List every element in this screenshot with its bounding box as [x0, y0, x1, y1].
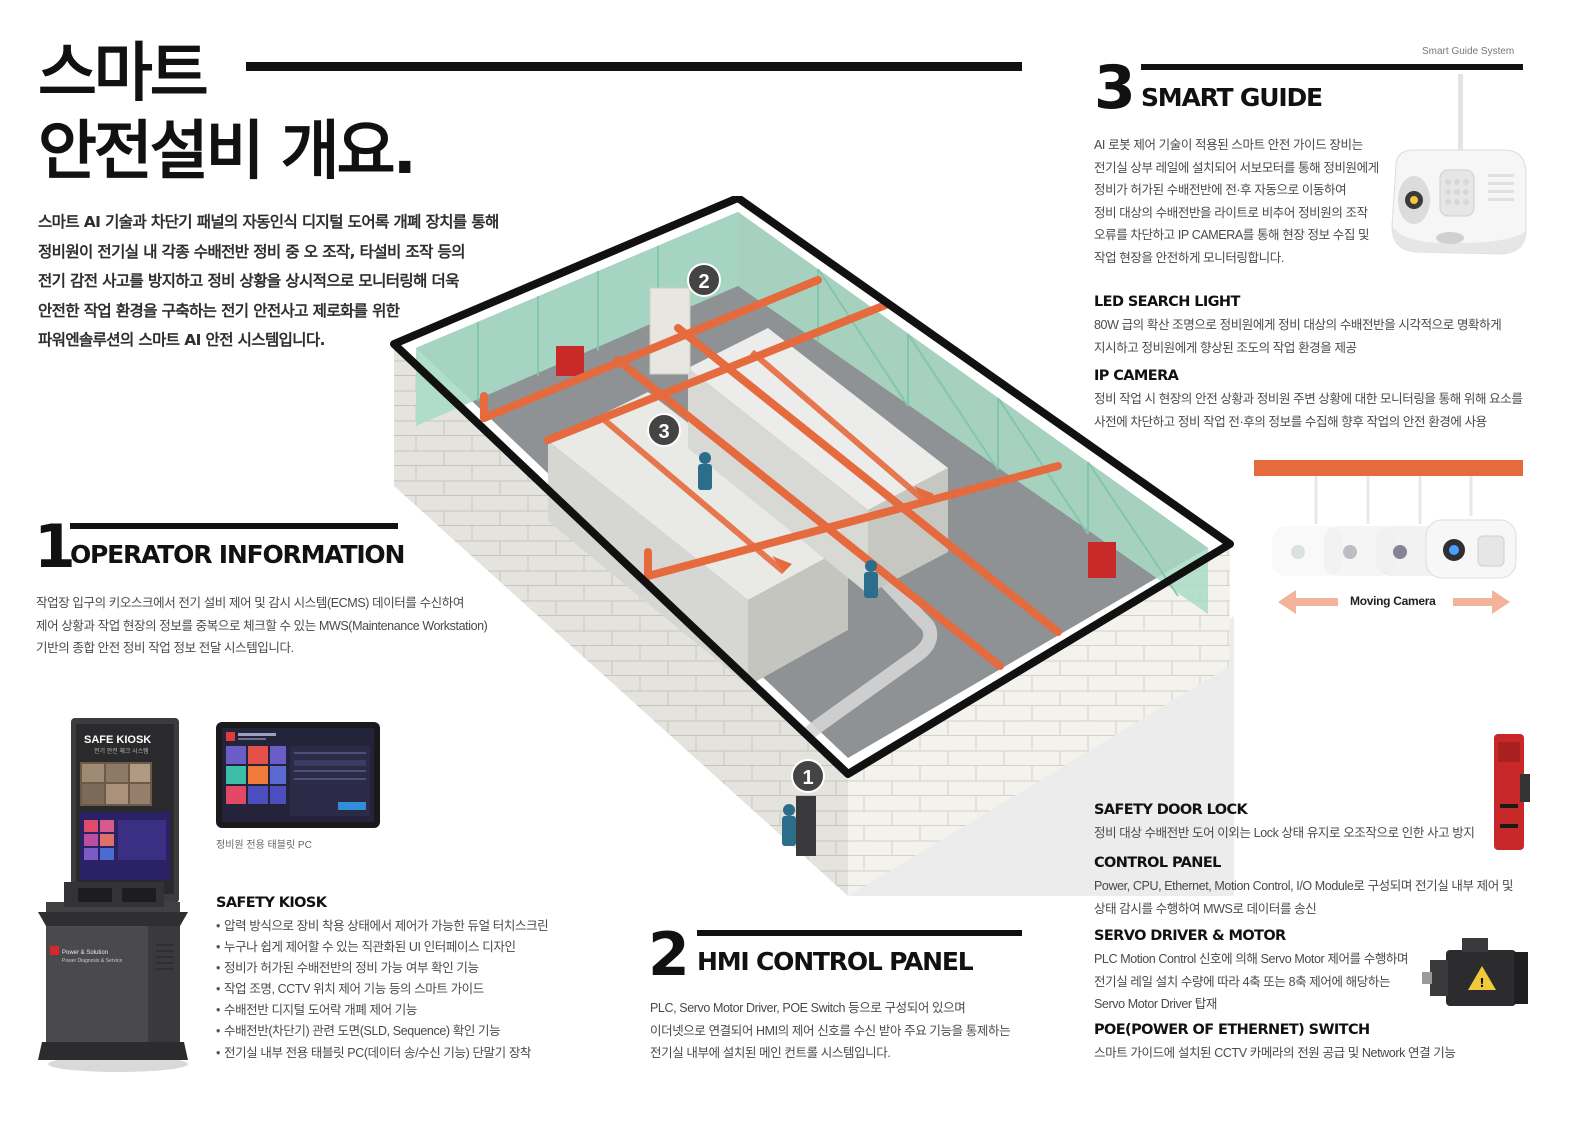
intro-paragraph: 스마트 AI 기술과 차단기 패널의 자동인식 디지털 도어록 개폐 장치를 통…	[38, 208, 538, 356]
control-panel-description: Power, CPU, Ethernet, Motion Control, I/…	[1094, 875, 1513, 920]
intro-line: 전기 감전 사고를 방지하고 정비 상황을 상시적으로 모니터링해 더욱	[38, 272, 459, 290]
section2-number: 2	[648, 920, 690, 990]
corner-label: Smart Guide System	[1422, 46, 1515, 57]
kiosk-brand: Power & Solution	[62, 950, 108, 956]
svg-text:!: !	[1479, 976, 1484, 990]
section1-line: 제어 상황과 작업 현장의 정보를 중복으로 체크할 수 있는 MWS(Main…	[36, 618, 488, 633]
safety-door-lock-image	[1494, 734, 1530, 850]
control-panel-title: CONTROL PANEL	[1094, 855, 1221, 871]
safety-door-lock-title: SAFETY DOOR LOCK	[1094, 802, 1248, 818]
page-title-dot: .	[392, 115, 417, 189]
servo-driver-title: SERVO DRIVER & MOTOR	[1094, 928, 1286, 944]
section1-line: 작업장 입구의 키오스크에서 전기 설비 제어 및 감시 시스템(ECMS) 데…	[36, 596, 464, 610]
section3-line: AI 로봇 제어 기술이 적용된 스마트 안전 가이드 장비는	[1094, 138, 1363, 152]
intro-line: 안전한 작업 환경을 구축하는 전기 안전사고 제로화를 위한	[38, 301, 400, 320]
control-panel-line: Power, CPU, Ethernet, Motion Control, I/…	[1094, 879, 1514, 893]
section3-rule	[1141, 64, 1523, 70]
moving-camera-label: Moving Camera	[1350, 594, 1436, 608]
feature-item: 압력 방식으로 장비 착용 상태에서 제어가 가능한 듀얼 터치스크린	[216, 916, 549, 937]
section2-title: HMI CONTROL PANEL	[697, 947, 974, 976]
ip-camera-description: 정비 작업 시 현장의 안전 상황과 정비원 주변 상황에 대한 모니터링을 통…	[1094, 388, 1523, 433]
section2-line: PLC, Servo Motor Driver, POE Switch 등으로 …	[650, 1001, 966, 1015]
servo-line: Servo Motor Driver 탑재	[1094, 997, 1217, 1011]
safety-kiosk-image: SAFE KIOSK 전기 안전 체크 시스템 Power & Solution…	[38, 718, 188, 1072]
feature-item: 누구나 쉽게 제어할 수 있는 직관화된 UI 인터페이스 디자인	[216, 937, 548, 958]
marker-1-label: 1	[802, 767, 813, 789]
intro-line: 정비원이 전기실 내 각종 수배전반 정비 중 오 조작, 타설비 조작 등의	[38, 242, 465, 261]
marker-3: 3	[647, 413, 681, 447]
servo-line: PLC Motion Control 신호에 의해 Servo Motor 제어…	[1094, 952, 1409, 966]
section2-line: 이더넷으로 연결되어 HMI의 제어 신호를 수신 받아 주요 기능을 통제하는	[650, 1023, 1011, 1038]
safety-kiosk-features: 압력 방식으로 장비 착용 상태에서 제어가 가능한 듀얼 터치스크린 누구나 …	[216, 916, 549, 1064]
electrical-room-illustration: 2 3 1	[390, 196, 1234, 896]
poe-switch-description: 스마트 가이드에 설치된 CCTV 카메라의 전원 공급 및 Network 연…	[1094, 1042, 1456, 1065]
led-search-light-description: 80W 급의 확산 조명으로 정비원에게 정비 대상의 수배전반을 시각적으로 …	[1094, 314, 1502, 359]
led-search-light-title: LED SEARCH LIGHT	[1094, 294, 1240, 310]
section1-title: OPERATOR INFORMATION	[70, 540, 405, 569]
safety-door-lock-description: 정비 대상 수배전반 도어 이외는 Lock 상태 유지로 오조작으로 인한 사…	[1094, 822, 1475, 845]
safety-kiosk-title: SAFETY KIOSK	[216, 895, 327, 911]
servo-motor-image: !	[1422, 938, 1528, 1006]
section3-line: 작업 현장을 안전하게 모니터링합니다.	[1094, 250, 1284, 265]
section1-line: 기반의 종합 안전 정비 작업 정보 전달 시스템입니다.	[36, 641, 294, 655]
marker-2: 2	[687, 263, 721, 297]
section1-number: 1	[34, 512, 76, 582]
servo-line: 전기실 레일 설치 수량에 따라 4축 또는 8축 제어에 해당하는	[1094, 974, 1391, 989]
smart-guide-device-image	[1391, 74, 1527, 255]
control-panel-line: 상태 감시를 수행하여 MWS로 데이터를 송신	[1094, 901, 1317, 916]
feature-item: 작업 조명, CCTV 위치 제어 기능 등의 스마트 가이드	[216, 979, 548, 1000]
led-line: 지시하고 정비원에게 향상된 조도의 작업 환경을 제공	[1094, 340, 1357, 355]
poe-line: 스마트 가이드에 설치된 CCTV 카메라의 전원 공급 및 Network 연…	[1094, 1046, 1456, 1060]
tablet-pc-image	[216, 722, 380, 828]
ip-camera-title: IP CAMERA	[1094, 368, 1179, 384]
section1-rule	[70, 523, 398, 529]
section2-line: 전기실 내부에 설치된 메인 컨트롤 시스템입니다.	[650, 1046, 891, 1060]
section3-line: 정비가 허가된 수배전반에 전·후 자동으로 이동하여	[1094, 183, 1347, 197]
kiosk-brand-sub: Power Diagnosis & Service	[62, 958, 123, 964]
section3-line: 전기실 상부 레일에 설치되어 서보모터를 통해 정비원에게	[1094, 160, 1379, 175]
section2-description: PLC, Servo Motor Driver, POE Switch 등으로 …	[650, 997, 1011, 1065]
section2-rule	[697, 930, 1022, 936]
camera-rail-bar	[1254, 460, 1523, 476]
page-title-line2: 안전설비 개요	[38, 115, 396, 189]
page-title-line1: 스마트	[38, 37, 209, 111]
marker-3-label: 3	[658, 421, 669, 443]
feature-item: 수배전반(차단기) 관련 도면(SLD, Sequence) 확인 기능	[216, 1021, 548, 1042]
led-line: 80W 급의 확산 조명으로 정비원에게 정비 대상의 수배전반을 시각적으로 …	[1094, 318, 1502, 332]
intro-line: 파워엔솔루션의 스마트 AI 안전 시스템입니다.	[38, 331, 326, 349]
section1-description: 작업장 입구의 키오스크에서 전기 설비 제어 및 감시 시스템(ECMS) 데…	[36, 592, 488, 660]
marker-2-label: 2	[698, 271, 709, 293]
page-title: 스마트 안전설비 개요.	[38, 36, 417, 190]
section3-description: AI 로봇 제어 기술이 적용된 스마트 안전 가이드 장비는 전기실 상부 레…	[1094, 134, 1379, 269]
section3-line: 정비 대상의 수배전반을 라이트로 비추어 정비원의 조작	[1094, 205, 1368, 220]
section3-title: SMART GUIDE	[1141, 83, 1323, 112]
ipcam-line: 정비 작업 시 현장의 안전 상황과 정비원 주변 상황에 대한 모니터링을 통…	[1094, 392, 1523, 406]
intro-line: 스마트 AI 기술과 차단기 패널의 자동인식 디지털 도어록 개폐 장치를 통…	[38, 213, 499, 231]
feature-item: 정비가 허가된 수배전반의 정비 가능 여부 확인 기능	[216, 958, 548, 979]
ipcam-line: 사전에 차단하고 정비 작업 전·후의 정보를 수집해 향후 작업의 안전 환경…	[1094, 414, 1487, 429]
servo-driver-description: PLC Motion Control 신호에 의해 Servo Motor 제어…	[1094, 948, 1409, 1016]
section3-line: 오류를 차단하고 IP CAMERA를 통해 현장 정보 수집 및	[1094, 228, 1370, 242]
marker-1: 1	[791, 759, 825, 793]
tablet-caption: 정비원 전용 태블릿 PC	[216, 840, 312, 851]
kiosk-screen-title: SAFE KIOSK	[84, 734, 151, 746]
title-rule	[246, 62, 1022, 71]
moving-camera-image	[1272, 476, 1517, 614]
kiosk-screen-subtitle: 전기 안전 체크 시스템	[94, 747, 149, 755]
door-lock-line: 정비 대상 수배전반 도어 이외는 Lock 상태 유지로 오조작으로 인한 사…	[1094, 826, 1475, 840]
section3-number: 3	[1094, 53, 1136, 123]
poe-switch-title: POE(POWER OF ETHERNET) SWITCH	[1094, 1022, 1370, 1038]
feature-item: 전기실 내부 전용 태블릿 PC(데이터 송/수신 기능) 단말기 장착	[216, 1043, 548, 1064]
feature-item: 수배전반 디지털 도어락 개폐 제어 기능	[216, 1000, 548, 1021]
